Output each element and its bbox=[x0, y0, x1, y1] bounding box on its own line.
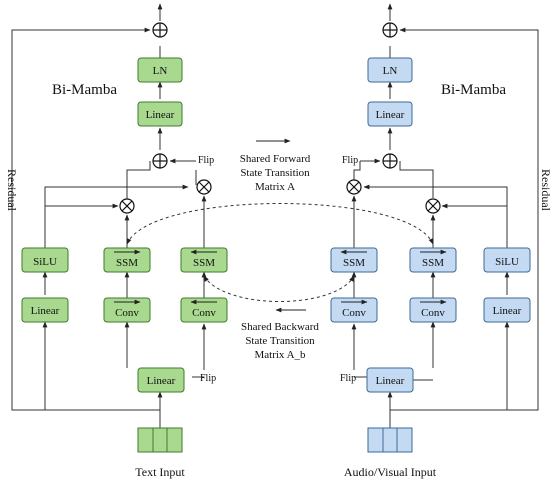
right-title: Bi-Mamba bbox=[441, 82, 506, 98]
right-linear-in-box bbox=[366, 367, 414, 393]
left-mult-lower-icon bbox=[119, 198, 135, 214]
shared-forward-line2: State Transition bbox=[240, 167, 310, 179]
right-conv-fwd-label: Conv bbox=[421, 307, 445, 319]
right-direction-marks bbox=[340, 249, 447, 305]
right-flip-top-label: Flip bbox=[342, 155, 358, 166]
left-silu-label: SiLU bbox=[33, 256, 57, 268]
right-silu-label: SiLU bbox=[495, 256, 519, 268]
left-direction-marks bbox=[114, 249, 217, 305]
left-linear-silu-box bbox=[21, 297, 69, 323]
right-silu-to-mult-upper bbox=[363, 184, 508, 248]
left-silu-box bbox=[21, 247, 69, 273]
shared-forward-line3: Matrix A bbox=[255, 181, 295, 193]
shared-backward-line1: Shared Backward bbox=[241, 321, 319, 333]
left-title: Bi-Mamba bbox=[52, 82, 117, 98]
left-input-tensor bbox=[137, 427, 183, 453]
left-mult-lower-to-sum bbox=[126, 161, 151, 208]
labels: Bi-Mamba Bi-Mamba LN Linear Flip SiLU SS… bbox=[5, 65, 550, 479]
shared-backward-line3: Matrix A_b bbox=[254, 349, 306, 361]
left-linear-top-label: Linear bbox=[146, 109, 175, 121]
right-input-tensor bbox=[367, 427, 413, 453]
right-ln-box bbox=[367, 57, 413, 83]
left-linear-in-box bbox=[137, 367, 185, 393]
left-mult-upper-icon bbox=[196, 179, 212, 195]
right-silu-box bbox=[483, 247, 531, 273]
right-operators bbox=[346, 22, 441, 214]
left-linear-top-box bbox=[137, 101, 183, 127]
left-silu-to-mult-upper bbox=[44, 184, 189, 248]
left-input-label: Text Input bbox=[135, 465, 185, 479]
left-flip-top-label: Flip bbox=[198, 155, 214, 166]
shared-links bbox=[126, 203, 434, 302]
left-linear-in-label: Linear bbox=[147, 375, 176, 387]
left-operators bbox=[119, 22, 212, 214]
right-ln-label: LN bbox=[383, 65, 398, 77]
left-output-sum-icon bbox=[152, 22, 168, 38]
left-conv-bwd-label: Conv bbox=[192, 307, 216, 319]
right-linear-in-label: Linear bbox=[376, 375, 405, 387]
right-conv-bwd-label: Conv bbox=[342, 307, 366, 319]
left-ssm-bwd-label: SSM bbox=[193, 257, 215, 269]
right-flip-sum-icon bbox=[382, 153, 398, 169]
right-mult-lower-to-sum bbox=[399, 161, 434, 198]
left-boxes bbox=[21, 57, 228, 453]
left-ln-box bbox=[137, 57, 183, 83]
right-mult-lower-icon bbox=[425, 198, 441, 214]
shared-backward-line2: State Transition bbox=[245, 335, 315, 347]
left-flip-sum-icon bbox=[152, 153, 168, 169]
left-flip-in-label: Flip bbox=[200, 373, 216, 384]
shared-label-arrows bbox=[256, 138, 306, 313]
right-residual-label: Residual bbox=[539, 169, 550, 212]
right-mult-upper-icon bbox=[346, 179, 362, 195]
left-conv-fwd-label: Conv bbox=[115, 307, 139, 319]
shared-backward-link bbox=[203, 275, 355, 302]
right-output-sum-icon bbox=[382, 22, 398, 38]
right-linear-silu-box bbox=[483, 297, 531, 323]
shared-forward-link bbox=[126, 203, 434, 245]
right-linear-top-label: Linear bbox=[376, 109, 405, 121]
right-linear-top-box bbox=[367, 101, 413, 127]
shared-forward-line1: Shared Forward bbox=[240, 153, 311, 165]
left-ssm-fwd-label: SSM bbox=[116, 257, 138, 269]
right-input-label: Audio/Visual Input bbox=[344, 465, 437, 479]
left-linear-silu-label: Linear bbox=[31, 305, 60, 317]
right-boxes bbox=[330, 57, 531, 453]
right-flip-in-label: Flip bbox=[340, 373, 356, 384]
right-ssm-fwd-label: SSM bbox=[422, 257, 444, 269]
left-residual-label: Residual bbox=[5, 169, 19, 212]
right-ssm-bwd-label: SSM bbox=[343, 257, 365, 269]
right-mult-upper-to-flip bbox=[353, 161, 361, 185]
right-linear-silu-label: Linear bbox=[493, 305, 522, 317]
left-ln-label: LN bbox=[153, 65, 168, 77]
